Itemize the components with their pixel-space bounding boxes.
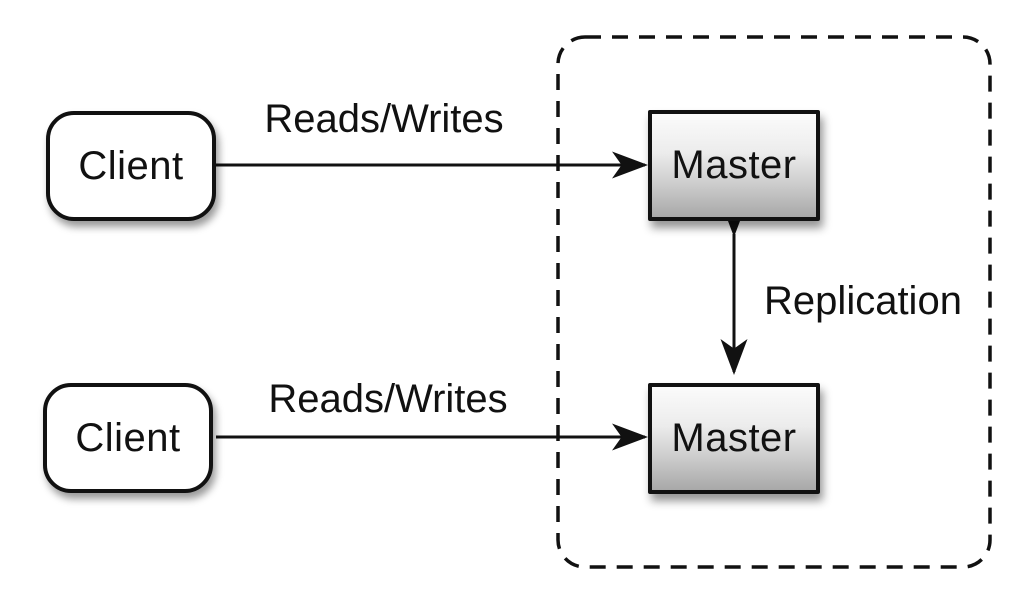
client-node-top: Client [46,111,216,221]
reads-writes-label-top: Reads/Writes [264,97,504,141]
master-node-top: Master [648,110,820,221]
replication-label: Replication [764,279,962,323]
client-node-top-label: Client [78,143,184,188]
master-node-top-label: Master [671,143,797,187]
master-node-bottom: Master [648,383,820,494]
reads-writes-label-bottom: Reads/Writes [268,377,508,421]
client-node-bottom-label: Client [75,415,181,460]
client-node-bottom: Client [43,383,213,493]
master-node-bottom-label: Master [671,416,797,460]
